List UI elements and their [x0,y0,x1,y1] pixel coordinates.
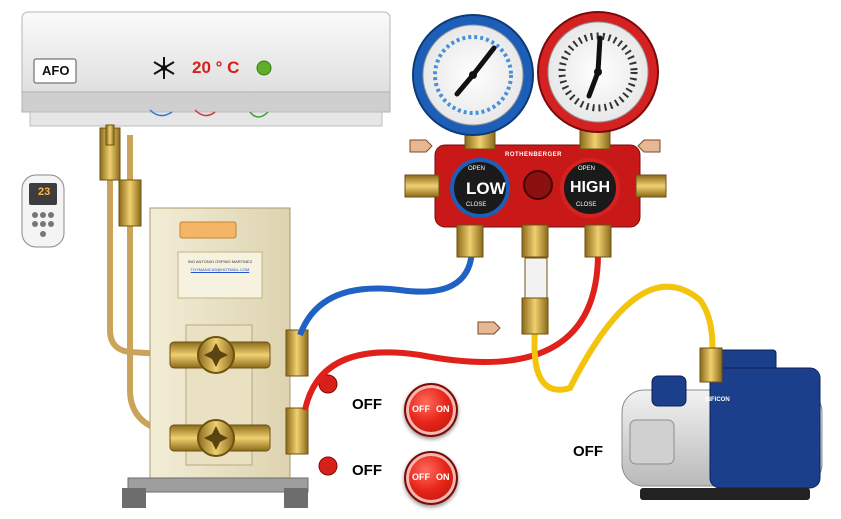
manifold-brand: ROTHENBERGER [505,152,563,158]
ac-temperature-display: 20 ° C [192,58,240,77]
ac-indoor-unit [21,11,391,127]
valve-knob-lower[interactable] [318,456,338,476]
snowflake-icon [153,57,175,79]
high-open-label: OPEN [578,166,596,172]
lower-switch-on: ON [436,472,450,482]
yellow-hose [531,283,716,393]
service-valve-lower[interactable] [169,419,271,457]
lower-valve-switch[interactable]: OFF ON [404,451,458,505]
high-knob[interactable] [560,158,620,218]
low-open-label: OPEN [468,166,486,172]
service-port-upper [285,329,309,377]
low-knob[interactable] [450,158,510,218]
nameplate-line2: TOYMANICAS@HOTMAIL.COM [190,267,250,272]
upper-valve-state: OFF [352,396,382,413]
blue-hose [297,249,475,337]
upper-switch-off: OFF [412,404,430,414]
nameplate-line1: ING ANTONIO OSPINO MARTINEZ [187,259,253,264]
low-knob-label: LOW [466,179,506,198]
vacuum-pump [621,347,823,500]
ac-brand-label: AFO [42,63,70,78]
upper-valve-switch[interactable]: OFF ON [404,383,458,437]
pointing-hand-icon [409,139,661,335]
red-hose [302,249,602,411]
remote-control[interactable] [21,174,65,248]
low-close-label: CLOSE [466,202,487,208]
service-valve-upper[interactable] [169,336,271,374]
low-pressure-gauge [412,14,534,150]
lower-valve-state: OFF [352,462,382,479]
valve-knob-upper[interactable] [318,374,338,394]
upper-switch-on: ON [436,404,450,414]
lower-switch-off: OFF [412,472,430,482]
pump-state: OFF [573,443,603,460]
high-pressure-gauge [537,11,659,150]
high-close-label: CLOSE [576,202,597,208]
remote-display: 23 [38,186,51,198]
pump-brand: INFICON [705,397,730,403]
fitting-left-lower [118,179,142,227]
ac-indicator-light [256,60,272,76]
high-knob-label: HIGH [570,179,610,196]
service-port-lower [285,407,309,455]
